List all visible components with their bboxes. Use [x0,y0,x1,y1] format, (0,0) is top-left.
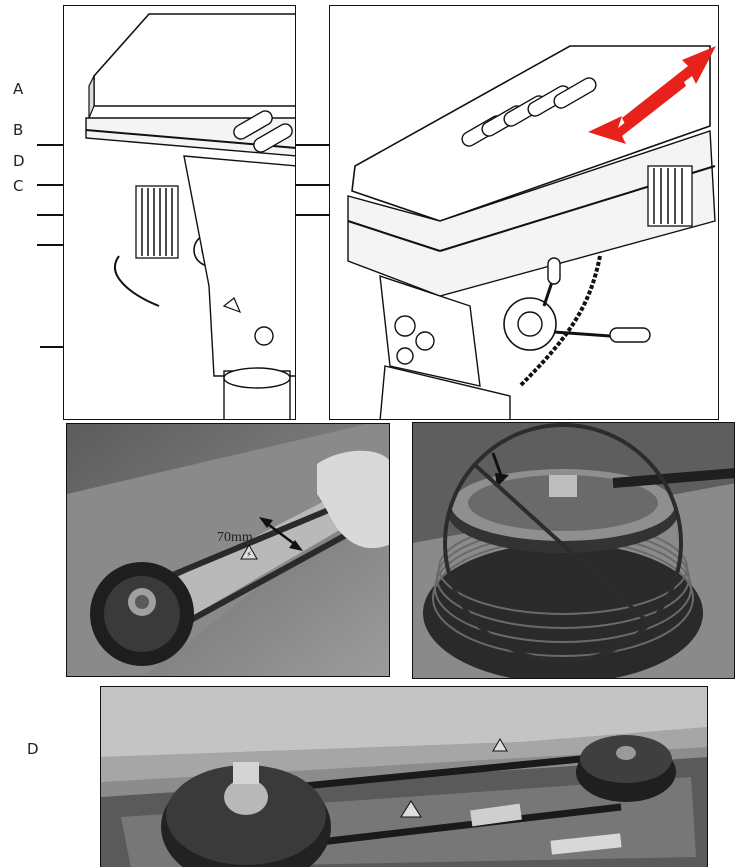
callout-d-bottom: D [27,740,39,758]
drill-head-drawing-right [329,5,719,420]
pulley-misalignment-photo [412,422,735,679]
belt-tension-photo: ⚡ 70mm [66,423,390,677]
callout-d-top: D [13,152,25,170]
open-belt-housing-photo [100,686,708,867]
svg-text:⚡: ⚡ [246,550,252,559]
leader-line-5 [40,346,84,348]
leader-line-c [37,184,592,186]
callout-a: A [13,80,24,98]
callout-b: B [13,121,24,139]
callout-c: C [13,177,24,195]
belt-measure-label: 70mm [217,530,253,545]
leader-line-d [37,214,607,216]
drill-head-drawing-left [63,5,296,420]
